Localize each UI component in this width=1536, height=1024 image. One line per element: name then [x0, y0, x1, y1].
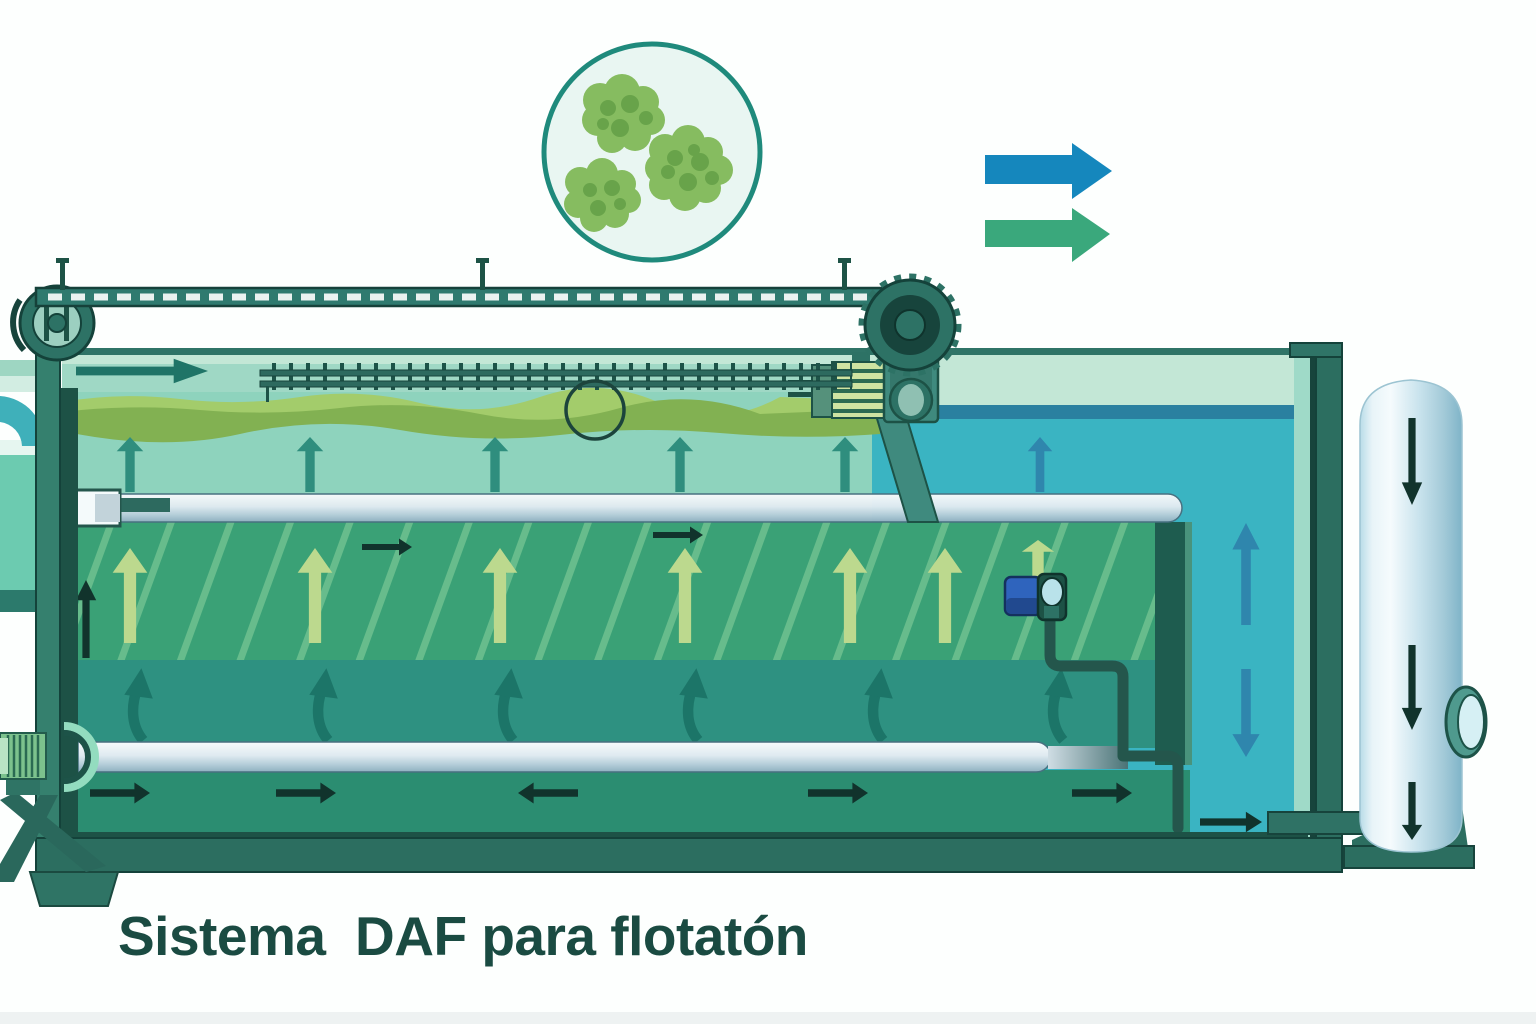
- inlet-works: [0, 360, 45, 612]
- support-brace: [0, 792, 106, 872]
- internal-baffle: [1155, 522, 1192, 765]
- chain-skimmer-conveyor: [10, 258, 962, 377]
- right-wall-cap: [1289, 342, 1343, 358]
- feed-pump: [0, 722, 99, 795]
- floc-particles-detail-circle: [541, 41, 763, 263]
- bottom-edge-strip: [0, 1012, 1536, 1024]
- rake-rail: [259, 363, 853, 402]
- recycle-line: [1044, 606, 1184, 834]
- air-saturator-vessel: [1343, 379, 1488, 869]
- contact-zone: [78, 660, 1155, 748]
- flow-direction-arrows: [985, 143, 1112, 262]
- drive-sprocket: [858, 273, 962, 377]
- hatched-aeration-zone: [78, 522, 1155, 662]
- tank-leg: [28, 871, 120, 907]
- diagram-title: Sistema DAF para flotatón: [118, 905, 808, 967]
- floating-sludge-layer: [62, 387, 880, 443]
- vessel-body: [1359, 379, 1463, 853]
- effluent-outlet-pipe: [1267, 811, 1373, 835]
- support-brace: [0, 795, 58, 882]
- effluent-channel: [62, 770, 1190, 838]
- right-wall-edge: [1310, 352, 1316, 838]
- chain-supports: [56, 258, 851, 290]
- blue-flow-arrow: [985, 143, 1112, 199]
- pipe-flange: [63, 722, 99, 792]
- tank-rim: [60, 348, 1308, 355]
- tank-structure: [0, 291, 1343, 907]
- green-flow-arrow: [985, 208, 1110, 262]
- water-surface-line: [872, 405, 1308, 419]
- right-wall-lining: [1294, 352, 1310, 838]
- control-valve-sensor: [1003, 572, 1068, 622]
- tank-floor: [35, 837, 1343, 873]
- right-wall: [1315, 344, 1343, 873]
- inspection-port: [1444, 685, 1488, 759]
- recycle-distribution-pipe: [60, 488, 1183, 528]
- bottom-distribution-pipe: [77, 741, 1128, 773]
- skimmer-drive: [788, 326, 940, 523]
- bubble-detail-circle: [564, 379, 626, 441]
